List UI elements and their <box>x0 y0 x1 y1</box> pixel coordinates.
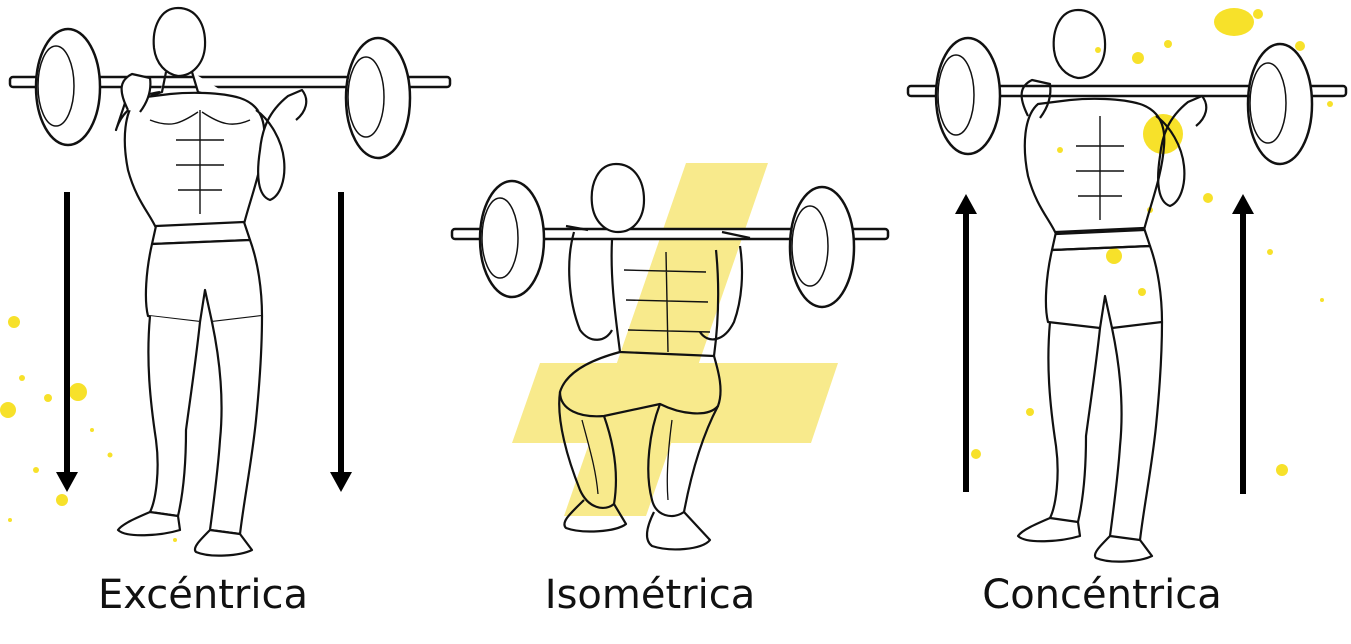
caption-eccentric: Excéntrica <box>98 572 308 618</box>
athlete-outline <box>558 162 751 551</box>
paint-splatter <box>0 316 203 551</box>
arrow-up-icon <box>1232 194 1254 494</box>
arrow-down-icon <box>330 192 352 492</box>
figure-isometric <box>450 162 890 551</box>
figure-concentric <box>906 8 1348 563</box>
barbell-icon <box>450 179 890 309</box>
caption-isometric: Isométrica <box>544 572 756 618</box>
arrow-up-icon <box>955 194 977 492</box>
athlete-outline <box>1016 8 1208 563</box>
plus-sign-icon <box>512 163 838 516</box>
barbell-icon <box>8 27 452 160</box>
caption-concentric: Concéntrica <box>982 572 1222 618</box>
barbell-icon <box>906 36 1348 166</box>
athlete-outline <box>114 6 308 557</box>
arrow-down-icon <box>56 192 78 492</box>
figure-eccentric <box>0 6 452 557</box>
